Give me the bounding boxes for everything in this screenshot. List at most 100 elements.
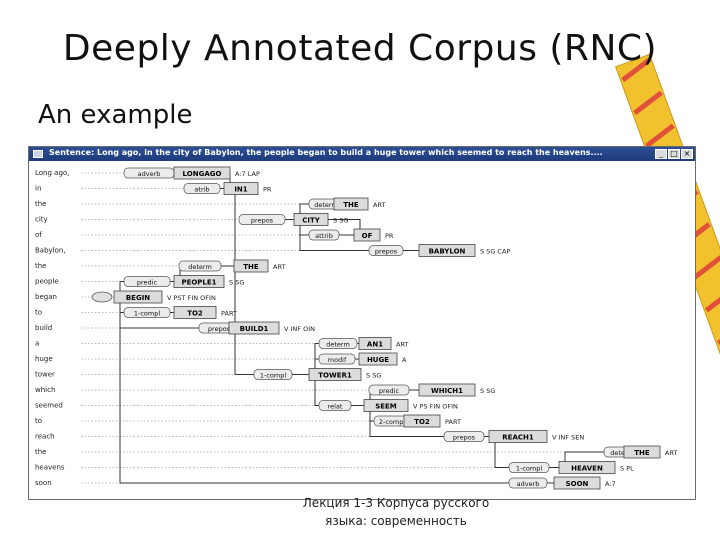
node-tag: S SG bbox=[366, 372, 381, 380]
relation-label-box[interactable] bbox=[508, 462, 550, 473]
relation-label-box[interactable] bbox=[368, 384, 410, 396]
word-label: reach bbox=[35, 433, 55, 441]
relation-label: 1-compl bbox=[260, 372, 286, 380]
relation-label: predic bbox=[137, 279, 158, 287]
node-tag: S SG bbox=[480, 387, 495, 395]
tree-node[interactable] bbox=[333, 197, 369, 211]
relation-label-box[interactable] bbox=[368, 245, 404, 256]
word-label: of bbox=[35, 231, 42, 239]
slide-title: Deeply Annotated Corpus (RNC) bbox=[62, 28, 658, 69]
word-label: Long ago, bbox=[35, 169, 69, 177]
relation-label-box[interactable] bbox=[183, 183, 221, 194]
word-label: to bbox=[35, 417, 42, 425]
relation-label: determ bbox=[314, 201, 338, 209]
dependency-edge bbox=[299, 225, 309, 236]
dependency-tree: Long ago,inthecityofBabylon,thepeoplebeg… bbox=[35, 166, 677, 490]
node-word: BEGIN bbox=[126, 294, 150, 302]
word-label: seemed bbox=[35, 402, 63, 410]
relation-label: 2-compl bbox=[379, 418, 405, 426]
word-label: huge bbox=[35, 355, 53, 363]
word-label: the bbox=[35, 200, 47, 208]
node-word: REACH1 bbox=[502, 434, 534, 442]
word-label: people bbox=[35, 278, 59, 286]
relation-label: prepos bbox=[453, 434, 476, 442]
node-word: SOON bbox=[566, 480, 589, 488]
relation-label: modif bbox=[328, 356, 347, 364]
relation-label-box[interactable] bbox=[123, 276, 171, 287]
tree-node[interactable] bbox=[293, 213, 329, 226]
node-tag: ART bbox=[665, 449, 677, 457]
node-word: SEEM bbox=[375, 403, 397, 411]
slide-footer: Лекция 1-3 Корпуса русского языка: совре… bbox=[296, 494, 496, 530]
node-word: THE bbox=[634, 449, 650, 457]
node-tag: V PST FIN OFIN bbox=[167, 294, 216, 302]
node-word: HEAVEN bbox=[571, 465, 603, 473]
word-label: Babylon, bbox=[35, 247, 66, 255]
node-tag: PART bbox=[445, 418, 461, 426]
word-label: build bbox=[35, 324, 52, 332]
tree-node[interactable] bbox=[173, 306, 217, 319]
node-tag: V INF OIN bbox=[284, 325, 315, 333]
tree-node[interactable] bbox=[358, 352, 398, 366]
node-tag: A bbox=[402, 356, 407, 364]
tree-node[interactable] bbox=[173, 275, 225, 288]
relation-label-box[interactable] bbox=[308, 229, 340, 241]
node-tag: ART bbox=[273, 263, 285, 271]
relation-label-box[interactable] bbox=[318, 353, 356, 365]
relation-label-box[interactable] bbox=[238, 214, 286, 225]
node-tag: S SG CAP bbox=[480, 248, 510, 256]
minimize-button[interactable]: _ bbox=[655, 149, 667, 159]
relation-label: determ bbox=[188, 263, 212, 271]
close-button[interactable]: × bbox=[681, 149, 693, 159]
maximize-button[interactable]: □ bbox=[668, 149, 680, 159]
tree-node[interactable] bbox=[173, 166, 231, 180]
relation-label-box[interactable] bbox=[123, 307, 171, 318]
relation-label-box[interactable] bbox=[443, 431, 485, 442]
relation-label: predic bbox=[379, 387, 400, 395]
word-label: a bbox=[35, 340, 39, 348]
tree-node[interactable] bbox=[113, 290, 163, 304]
dependency-edge bbox=[494, 442, 509, 468]
relation-label: prepos bbox=[208, 325, 231, 333]
tree-node[interactable] bbox=[358, 337, 392, 350]
tree-node[interactable] bbox=[418, 383, 476, 397]
relation-label: determ bbox=[326, 341, 350, 349]
footer-line-1: Лекция 1-3 Корпуса русского bbox=[302, 496, 490, 510]
word-label: the bbox=[35, 448, 47, 456]
node-tag: PR bbox=[263, 186, 272, 194]
node-word: BABYLON bbox=[429, 248, 466, 256]
node-tag: PART bbox=[221, 310, 237, 318]
relation-label-box[interactable] bbox=[318, 338, 358, 349]
node-tag: V INF SEN bbox=[552, 434, 584, 442]
tree-node[interactable] bbox=[233, 259, 269, 273]
tree-node[interactable] bbox=[623, 445, 661, 459]
node-word: THE bbox=[343, 201, 359, 209]
relation-label: relat bbox=[328, 403, 343, 411]
node-tag: ART bbox=[396, 341, 408, 349]
dependency-edge bbox=[299, 225, 369, 251]
relation-label: attrib bbox=[315, 232, 333, 240]
tree-node[interactable] bbox=[403, 414, 441, 428]
tree-node[interactable] bbox=[418, 244, 476, 257]
tree-node[interactable] bbox=[228, 321, 280, 335]
tree-node[interactable] bbox=[558, 461, 616, 474]
relation-label-box[interactable] bbox=[253, 369, 293, 380]
tree-node[interactable] bbox=[308, 368, 362, 381]
relation-label-box[interactable] bbox=[318, 400, 352, 411]
relation-label: adverb bbox=[517, 480, 540, 488]
tree-node[interactable] bbox=[363, 399, 409, 412]
window-titlebar: Sentence: Long ago, in the city of Babyl… bbox=[29, 147, 695, 161]
node-word: OF bbox=[362, 232, 373, 240]
relation-label: atrib bbox=[194, 186, 209, 194]
tree-node[interactable] bbox=[488, 430, 548, 443]
relation-label-box[interactable] bbox=[178, 260, 222, 272]
window-title: Sentence: Long ago, in the city of Babyl… bbox=[49, 148, 603, 157]
word-label: in bbox=[35, 185, 41, 193]
root-marker bbox=[91, 291, 113, 303]
tree-node[interactable] bbox=[353, 228, 381, 242]
relation-label-box[interactable] bbox=[508, 477, 548, 489]
dependency-edge bbox=[369, 411, 444, 437]
node-tag: V PS FIN OFIN bbox=[413, 403, 458, 411]
tree-node[interactable] bbox=[553, 476, 601, 490]
tree-node[interactable] bbox=[223, 182, 259, 195]
